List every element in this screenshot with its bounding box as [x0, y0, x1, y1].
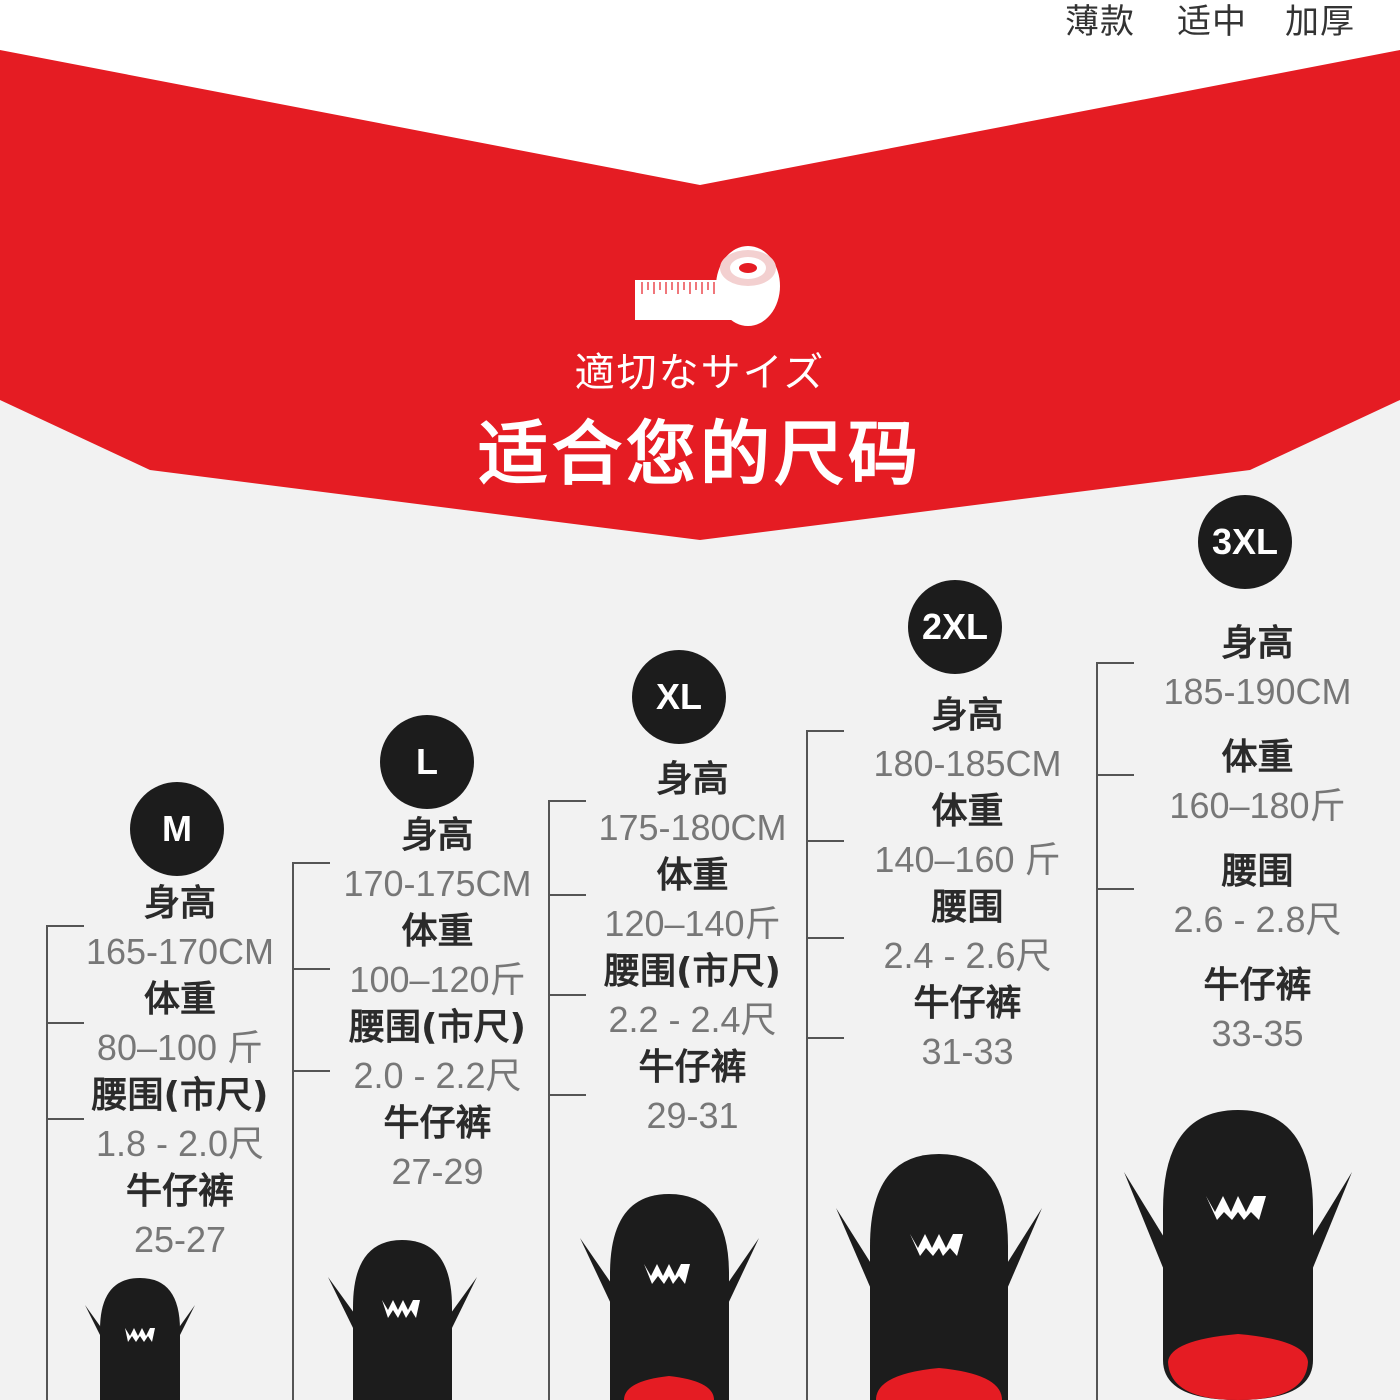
height-value: 180-185CM [873, 743, 1062, 784]
height-label: 身高 [143, 883, 216, 924]
size-badge-xl: XL [632, 650, 726, 744]
waist-label: 腰围 [1221, 851, 1294, 892]
size-badge-3xl: 3XL [1198, 495, 1292, 589]
weight-value: 100–120斤 [349, 959, 526, 1000]
size-3xl-tick [1096, 774, 1134, 776]
jeans-value: 31-33 [921, 1031, 1014, 1072]
waist-value: 2.2 - 2.4尺 [608, 999, 777, 1040]
size-l-tick [292, 968, 330, 970]
size-l-tick [292, 862, 330, 864]
size-2xl-specs: 身高 180-185CM 体重 140–160 斤 腰围 2.4 - 2.6尺 … [850, 692, 1085, 1076]
height-label: 身高 [656, 759, 729, 800]
waist-label: 腰围(市尺) [349, 1007, 526, 1048]
size-m-specs: 身高 165-170CM 体重 80–100 斤 腰围(市尺) 1.8 - 2.… [75, 880, 285, 1264]
weight-label: 体重 [143, 979, 216, 1020]
height-value: 165-170CM [85, 931, 275, 972]
banner-subtitle: 適切なサイズ [574, 350, 826, 396]
jeans-label: 牛仔裤 [383, 1103, 492, 1144]
jeans-value: 27-29 [391, 1151, 484, 1192]
weight-value: 120–140斤 [604, 903, 781, 944]
size-xl-specs: 身高 175-180CM 体重 120–140斤 腰围(市尺) 2.2 - 2.… [580, 756, 805, 1140]
size-badge-2xl: 2XL [908, 580, 1002, 674]
monster-mascot-xl [580, 1194, 759, 1400]
size-xl-tick [548, 994, 586, 996]
size-m-tick [46, 925, 84, 927]
height-value: 185-190CM [1163, 671, 1352, 712]
waist-label: 腰围(市尺) [91, 1075, 269, 1116]
height-value: 175-180CM [598, 807, 787, 848]
size-xl-bracket [548, 800, 550, 1400]
weight-value: 80–100 斤 [96, 1027, 264, 1068]
size-2xl-tick [806, 1037, 844, 1039]
size-3xl-tick [1096, 888, 1134, 890]
jeans-label: 牛仔裤 [913, 983, 1022, 1024]
size-3xl-specs: 身高 185-190CM 体重 160–180斤 腰围 2.6 - 2.8尺 牛… [1140, 620, 1375, 1058]
waist-label: 腰围 [931, 887, 1004, 928]
size-xl-tick [548, 800, 586, 802]
size-xl-tick [548, 894, 586, 896]
monster-mascot-m [85, 1278, 195, 1400]
monster-mascot-2xl [836, 1154, 1042, 1400]
monster-mascot-l [328, 1240, 477, 1400]
size-l-tick [292, 1070, 330, 1072]
size-xl-tick [548, 1094, 586, 1096]
weight-label: 体重 [401, 911, 474, 952]
jeans-label: 牛仔裤 [638, 1047, 747, 1088]
waist-value: 2.6 - 2.8尺 [1173, 899, 1342, 940]
size-2xl-bracket [806, 730, 808, 1400]
size-m-tick [46, 1118, 84, 1120]
size-3xl-bracket [1096, 662, 1098, 1400]
weight-value: 160–180斤 [1169, 785, 1346, 826]
height-label: 身高 [401, 815, 474, 856]
weight-value: 140–160 斤 [874, 839, 1061, 880]
height-label: 身高 [931, 695, 1004, 736]
waist-label: 腰围(市尺) [604, 951, 781, 992]
measuring-tape-icon [635, 246, 780, 326]
jeans-value: 33-35 [1211, 1013, 1304, 1054]
weight-label: 体重 [931, 791, 1004, 832]
weight-label: 体重 [1221, 737, 1294, 778]
size-m-tick [46, 1022, 84, 1024]
waist-value: 2.0 - 2.2尺 [353, 1055, 522, 1096]
size-l-bracket [292, 862, 294, 1400]
size-badge-m: M [130, 782, 224, 876]
jeans-value: 25-27 [133, 1219, 227, 1260]
size-badge-l: L [380, 715, 474, 809]
monster-mascot-3xl [1124, 1110, 1352, 1400]
size-l-specs: 身高 170-175CM 体重 100–120斤 腰围(市尺) 2.0 - 2.… [325, 812, 550, 1196]
jeans-label: 牛仔裤 [1203, 965, 1312, 1006]
height-label: 身高 [1221, 623, 1294, 664]
height-value: 170-175CM [343, 863, 532, 904]
thickness-medium-label: 适中 [1177, 2, 1247, 42]
banner-title: 适合您的尺码 [478, 413, 922, 495]
top-strip: 薄款 适中 加厚 [0, 0, 1400, 50]
thickness-thin-label: 薄款 [1065, 2, 1135, 42]
size-2xl-tick [806, 730, 844, 732]
jeans-value: 29-31 [646, 1095, 739, 1136]
size-2xl-tick [806, 840, 844, 842]
size-3xl-tick [1096, 662, 1134, 664]
size-m-bracket [46, 925, 48, 1400]
weight-label: 体重 [656, 855, 729, 896]
waist-value: 1.8 - 2.0尺 [95, 1123, 265, 1164]
size-2xl-tick [806, 937, 844, 939]
thickness-thick-label: 加厚 [1285, 2, 1355, 42]
jeans-label: 牛仔裤 [125, 1171, 234, 1212]
waist-value: 2.4 - 2.6尺 [883, 935, 1052, 976]
